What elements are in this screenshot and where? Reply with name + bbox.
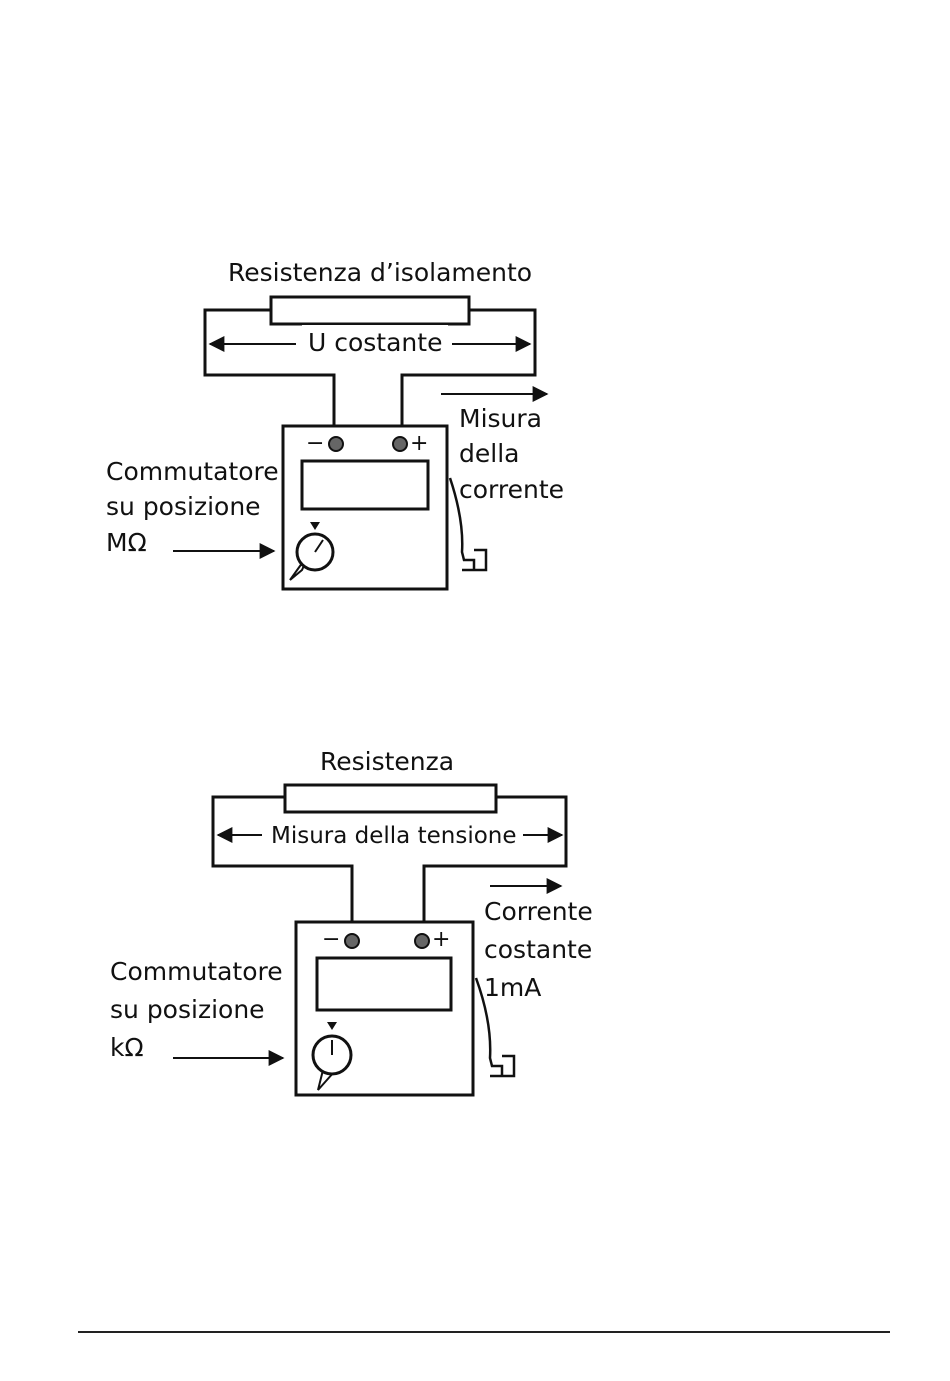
side-label-1-line-2: della [459,436,519,472]
switch-label-1-line-1: Commutatore [106,454,279,490]
meter-display-1 [302,461,428,509]
switch-label-2-line-1: Commutatore [110,954,283,990]
meter-display-2 [317,958,451,1010]
terminal-plus-label-1: + [410,426,428,462]
side-label-1-line-1: Misura [459,401,542,437]
bridge-label-1: U costante [302,325,448,361]
terminal-minus-label-1: − [306,426,324,462]
terminal-minus-2 [345,934,359,948]
side-label-1-line-3: corrente [459,472,564,508]
terminal-plus-1 [393,437,407,451]
resistor-1 [271,297,469,324]
switch-label-1-line-2: su posizione [106,489,261,525]
side-label-2-line-1: Corrente [484,894,593,930]
switch-label-1-line-3: MΩ [106,525,147,561]
side-label-2-line-2: costante [484,932,592,968]
resistor-label-2: Resistenza [320,744,454,780]
resistor-2 [285,785,496,812]
footer-divider [78,1331,890,1333]
terminal-minus-1 [329,437,343,451]
switch-label-2-line-3: kΩ [110,1030,144,1066]
terminal-minus-label-2: − [322,922,340,958]
side-label-2-line-3: 1mA [484,970,541,1006]
resistor-label-1: Resistenza d’isolamento [228,255,532,291]
bridge-label-2: Misura della tensione [265,818,523,854]
terminal-plus-2 [415,934,429,948]
terminal-plus-label-2: + [432,922,450,958]
switch-label-2-line-2: su posizione [110,992,265,1028]
